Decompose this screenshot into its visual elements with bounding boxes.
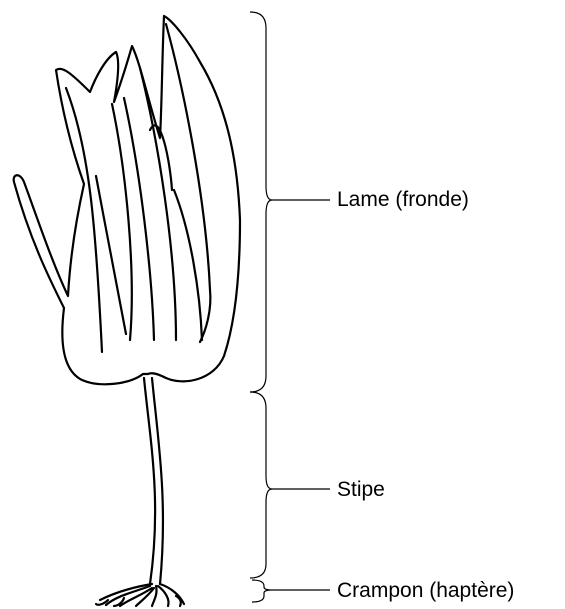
holdfast-root xyxy=(158,586,169,606)
blade-fold xyxy=(150,125,172,190)
blade-fold xyxy=(166,24,210,290)
brace-holdfast xyxy=(252,580,272,602)
blade-fold xyxy=(112,104,132,340)
stipe-outline xyxy=(144,378,155,584)
blade-fold xyxy=(140,68,176,340)
blade-fold xyxy=(66,88,102,352)
blade-fold xyxy=(174,190,202,340)
label-holdfast: Crampon (haptère) xyxy=(337,580,514,601)
brace-blade xyxy=(250,12,272,392)
brace-stipe xyxy=(250,392,272,578)
label-blade: Lame (fronde) xyxy=(337,189,469,210)
label-stipe: Stipe xyxy=(337,479,385,500)
